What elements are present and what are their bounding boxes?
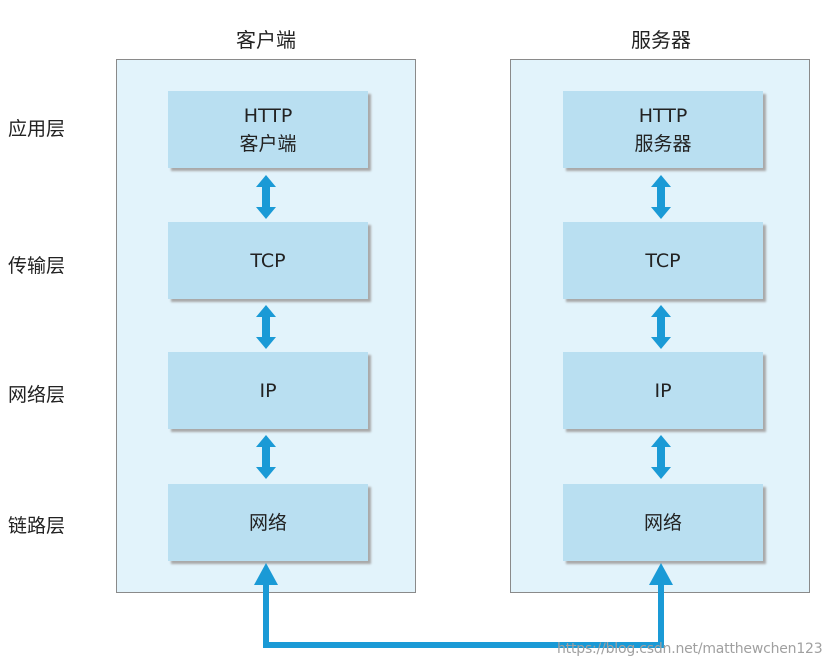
client-application-protocol: HTTP — [243, 104, 293, 127]
server-column-title: 服务器 — [631, 28, 691, 52]
client-network-box: IP — [168, 352, 368, 429]
server-network-label: IP — [654, 379, 672, 402]
client-transport-label: TCP — [250, 249, 286, 272]
client-application-box: HTTP 客户端 — [168, 91, 368, 168]
server-transport-box: TCP — [563, 222, 763, 299]
client-column-title: 客户端 — [236, 28, 296, 52]
server-application-role: 服务器 — [634, 132, 692, 155]
server-application-box: HTTP 服务器 — [563, 91, 763, 168]
server-link-label: 网络 — [643, 511, 682, 534]
client-link-label: 网络 — [248, 511, 287, 534]
layer-label-network: 网络层 — [8, 384, 66, 406]
server-transport-label: TCP — [645, 249, 681, 272]
layer-label-transport: 传输层 — [8, 255, 66, 277]
server-link-box: 网络 — [563, 484, 763, 561]
client-link-box: 网络 — [168, 484, 368, 561]
layer-label-application: 应用层 — [8, 118, 66, 140]
client-application-role: 客户端 — [239, 132, 297, 155]
server-network-box: IP — [563, 352, 763, 429]
server-application-protocol: HTTP — [638, 104, 688, 127]
layer-label-link: 链路层 — [8, 515, 66, 537]
watermark-url: https://blog.csdn.net/matthewchen123 — [557, 641, 823, 657]
client-network-label: IP — [259, 379, 277, 402]
client-transport-box: TCP — [168, 222, 368, 299]
